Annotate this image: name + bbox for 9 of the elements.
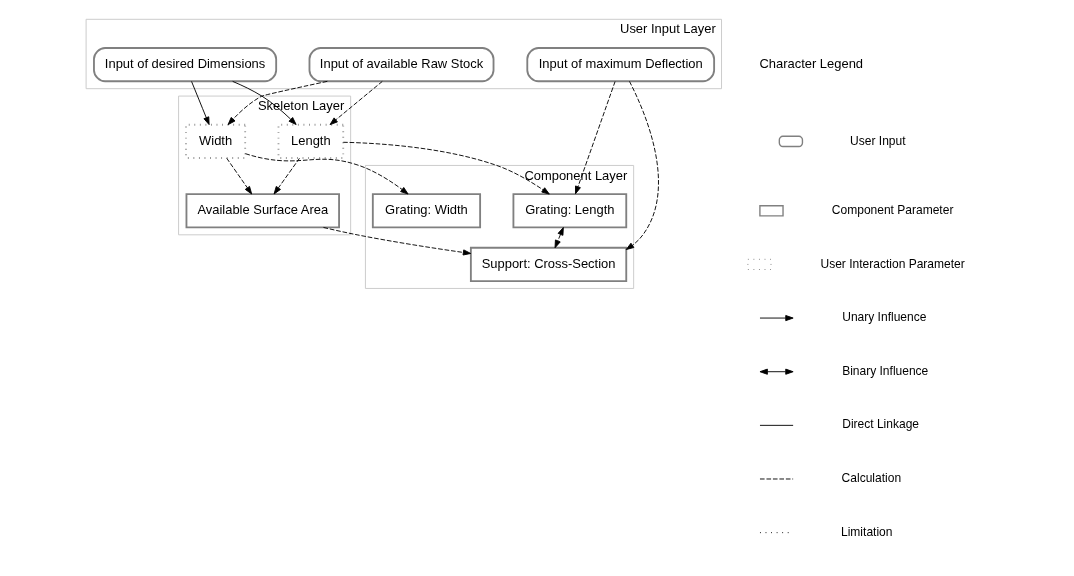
legend-label: User Input (850, 133, 906, 148)
label: Character Legend (759, 56, 864, 72)
legend-label: User Interaction Parameter (820, 256, 965, 271)
legend-label: Component Parameter (831, 202, 954, 217)
legend-label: Direct Linkage (842, 417, 920, 432)
legend-label: Limitation (841, 524, 893, 539)
legend-label: Binary Influence (842, 363, 929, 378)
legend-label: Unary Influence (842, 310, 927, 325)
legend-label: Calculation (841, 471, 902, 486)
